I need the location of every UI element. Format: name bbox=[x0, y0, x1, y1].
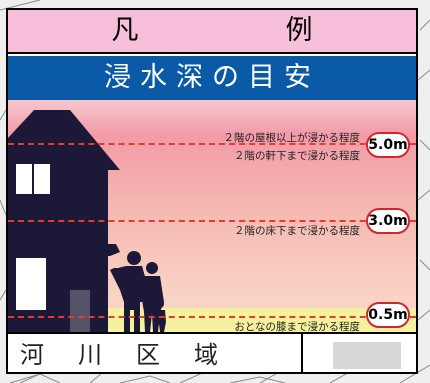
level-3m-badge: 3.0m bbox=[366, 208, 410, 234]
legend-panel: 凡 例 浸水深の目安 bbox=[6, 8, 418, 374]
river-area-label: 河川区域 bbox=[20, 341, 252, 369]
legend-title: 凡 例 bbox=[8, 10, 416, 54]
level-3m-text: ２階の床下まで浸かる程度 bbox=[234, 225, 360, 237]
level-line-5m bbox=[8, 143, 416, 145]
level-05m-badge: 0.5m bbox=[366, 302, 410, 328]
level-5m-text-upper: ２階の屋根以上が浸かる程度 bbox=[223, 132, 361, 144]
flood-depth-scale: ２階の屋根以上が浸かる程度 ２階の軒下まで浸かる程度 5.0m ２階の床下まで浸… bbox=[8, 100, 416, 333]
level-line-3m bbox=[8, 220, 416, 222]
depth-illustration bbox=[8, 100, 416, 332]
family-silhouette-icon bbox=[110, 251, 166, 332]
level-line-05m bbox=[8, 316, 416, 318]
level-5m-badge: 5.0m bbox=[366, 132, 410, 158]
river-area-row: 河川区域 bbox=[8, 332, 416, 372]
footer-divider bbox=[301, 334, 303, 372]
level-5m-text-lower: ２階の軒下まで浸かる程度 bbox=[234, 150, 360, 162]
legend-subtitle: 浸水深の目安 bbox=[8, 56, 416, 100]
river-area-swatch bbox=[333, 342, 401, 369]
level-05m-text: おとなの膝まで浸かる程度 bbox=[234, 321, 360, 333]
